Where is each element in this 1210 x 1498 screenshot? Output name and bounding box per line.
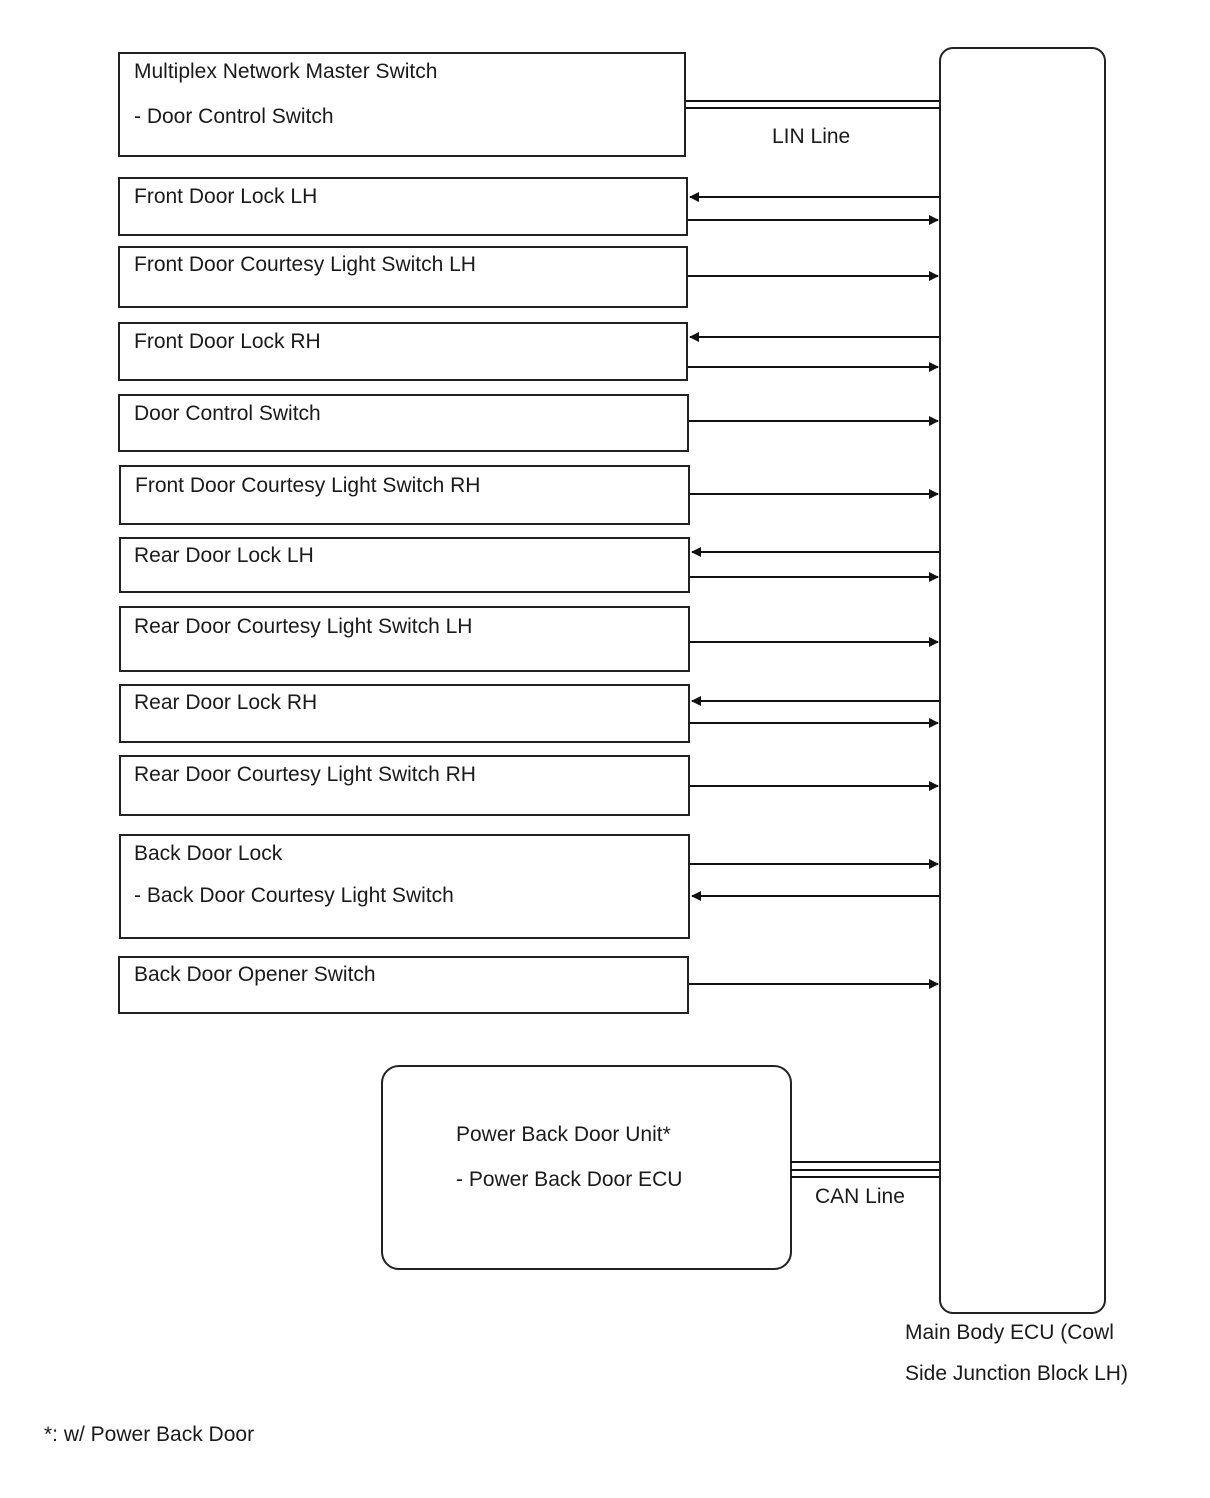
label-power-unit-line2: - Power Back Door ECU — [456, 1168, 683, 1191]
box-master-switch: Multiplex Network Master Switch - Door C… — [118, 52, 686, 157]
box-back-door-opener: Back Door Opener Switch — [118, 956, 689, 1014]
box-front-courtesy-rh: Front Door Courtesy Light Switch RH — [119, 465, 690, 525]
box-rear-door-lock-lh: Rear Door Lock LH — [119, 537, 690, 593]
label-front-courtesy-lh: Front Door Courtesy Light Switch LH — [134, 253, 476, 276]
label-back-door-lock-line1: Back Door Lock — [134, 842, 283, 865]
label-can-line: CAN Line — [815, 1185, 905, 1208]
label-master-switch-line1: Multiplex Network Master Switch — [134, 60, 438, 83]
box-front-courtesy-lh: Front Door Courtesy Light Switch LH — [118, 246, 688, 308]
label-front-courtesy-rh: Front Door Courtesy Light Switch RH — [135, 474, 481, 497]
label-door-control-switch: Door Control Switch — [134, 402, 321, 425]
box-rear-door-lock-rh: Rear Door Lock RH — [119, 684, 690, 743]
label-rear-door-lock-rh: Rear Door Lock RH — [134, 691, 318, 714]
box-door-control-switch: Door Control Switch — [118, 394, 689, 452]
label-back-door-lock-line2: - Back Door Courtesy Light Switch — [134, 884, 454, 907]
box-rear-courtesy-rh: Rear Door Courtesy Light Switch RH — [119, 755, 690, 816]
label-rear-door-lock-lh: Rear Door Lock LH — [134, 544, 314, 567]
label-back-door-opener: Back Door Opener Switch — [134, 963, 376, 986]
label-master-switch-line2: - Door Control Switch — [134, 105, 334, 128]
box-front-door-lock-rh: Front Door Lock RH — [118, 322, 688, 381]
box-main-body-ecu — [939, 47, 1106, 1314]
footnote: *: w/ Power Back Door — [44, 1423, 255, 1446]
label-front-door-lock-lh: Front Door Lock LH — [134, 185, 318, 208]
box-back-door-lock: Back Door Lock - Back Door Courtesy Ligh… — [119, 834, 690, 939]
label-rear-courtesy-lh: Rear Door Courtesy Light Switch LH — [134, 615, 473, 638]
box-power-back-door-unit: Power Back Door Unit* - Power Back Door … — [381, 1065, 792, 1270]
label-ecu-line2: Side Junction Block LH) — [905, 1362, 1128, 1385]
label-front-door-lock-rh: Front Door Lock RH — [134, 330, 321, 353]
label-lin-line: LIN Line — [772, 125, 851, 148]
label-rear-courtesy-rh: Rear Door Courtesy Light Switch RH — [134, 763, 476, 786]
label-ecu-line1: Main Body ECU (Cowl — [905, 1321, 1114, 1344]
box-front-door-lock-lh: Front Door Lock LH — [118, 177, 688, 236]
label-power-unit-line1: Power Back Door Unit* — [456, 1123, 671, 1146]
box-rear-courtesy-lh: Rear Door Courtesy Light Switch LH — [119, 606, 690, 672]
